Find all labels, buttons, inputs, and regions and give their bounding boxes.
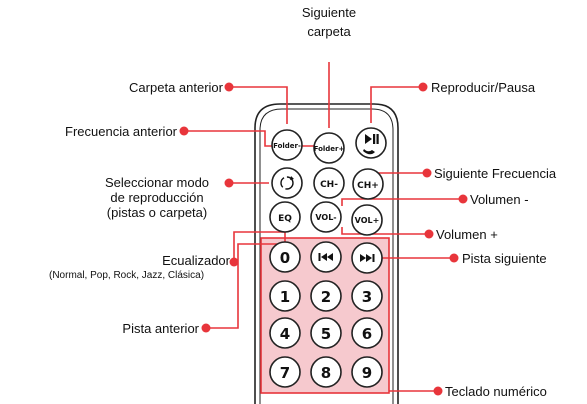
- ch-plus-label: CH+: [357, 181, 379, 191]
- play-mode-label: Seleccionar modo de reproducción (pistas…: [92, 175, 222, 220]
- volume-up-label: Volumen +: [436, 227, 498, 242]
- repeat-mode-icon: [280, 176, 294, 190]
- vol-minus-label: VOL-: [315, 213, 336, 222]
- next-frequency-label: Siguiente Frecuencia: [434, 166, 557, 181]
- next-track-button[interactable]: [351, 242, 383, 274]
- digit-0-label: 0: [280, 249, 290, 267]
- next-track-label: Pista siguiente: [462, 251, 547, 266]
- volume-down-label: Volumen -: [470, 192, 529, 207]
- play-pause-button[interactable]: [355, 127, 387, 159]
- prev-frequency-label: Frecuencia anterior: [65, 124, 177, 139]
- eq-label: EQ: [278, 214, 292, 224]
- next-folder-line2: carpeta: [307, 24, 351, 39]
- vol-plus-label: VOL+: [355, 216, 380, 225]
- folder-minus-button[interactable]: Folder-: [271, 129, 303, 161]
- vol-minus-button[interactable]: VOL-: [310, 201, 342, 233]
- play-pause-icon: [363, 134, 379, 155]
- digit-1-button[interactable]: 1: [269, 280, 301, 312]
- play-mode-line3: (pistas o carpeta): [106, 205, 208, 220]
- next-folder-line1: Siguiente: [301, 5, 357, 20]
- connector-dots: [179, 82, 468, 396]
- previous-track-button[interactable]: [310, 241, 342, 273]
- digit-6-label: 6: [362, 325, 372, 343]
- digit-5-label: 5: [321, 325, 331, 343]
- play-mode-line1: Seleccionar modo: [104, 175, 210, 190]
- play-mode-button[interactable]: [271, 167, 303, 199]
- keypad-label: Teclado numérico: [445, 384, 547, 399]
- digit-0-button[interactable]: 0: [269, 241, 301, 273]
- folder-plus-button[interactable]: Folder+: [313, 132, 345, 164]
- ch-plus-button[interactable]: CH+: [352, 168, 384, 200]
- digit-7-button[interactable]: 7: [269, 356, 301, 388]
- digit-6-button[interactable]: 6: [351, 317, 383, 349]
- equalizer-options-label: (Normal, Pop, Rock, Jazz, Clásica): [49, 270, 205, 281]
- vol-plus-button[interactable]: VOL+: [351, 204, 383, 236]
- equalizer-label: Ecualizador: [162, 253, 230, 268]
- prev-folder-label: Carpeta anterior: [129, 80, 223, 95]
- ch-minus-label: CH-: [320, 180, 338, 190]
- digit-1-label: 1: [280, 288, 290, 306]
- ch-minus-button[interactable]: CH-: [313, 167, 345, 199]
- digit-2-button[interactable]: 2: [310, 280, 342, 312]
- digit-7-label: 7: [280, 364, 290, 382]
- digit-3-label: 3: [362, 288, 372, 306]
- previous-track-icon: [318, 253, 333, 261]
- remote-body-inner: [259, 108, 394, 404]
- digit-9-button[interactable]: 9: [351, 356, 383, 388]
- digit-8-label: 8: [321, 364, 331, 382]
- digit-4-button[interactable]: 4: [269, 317, 301, 349]
- folder-plus-label: Folder+: [314, 145, 345, 153]
- digit-4-label: 4: [280, 325, 290, 343]
- folder-minus-label: Folder-: [273, 142, 301, 150]
- eq-button[interactable]: EQ: [269, 201, 301, 233]
- play-pause-label: Reproducir/Pausa: [431, 80, 536, 95]
- play-mode-line2: de reproducción: [110, 190, 204, 205]
- digit-3-button[interactable]: 3: [351, 280, 383, 312]
- digit-9-label: 9: [362, 364, 372, 382]
- next-track-icon: [360, 254, 375, 262]
- digit-5-button[interactable]: 5: [310, 317, 342, 349]
- digit-8-button[interactable]: 8: [310, 356, 342, 388]
- next-folder-label: Siguiente carpeta: [289, 5, 369, 39]
- digit-2-label: 2: [321, 288, 331, 306]
- prev-track-label: Pista anterior: [122, 321, 199, 336]
